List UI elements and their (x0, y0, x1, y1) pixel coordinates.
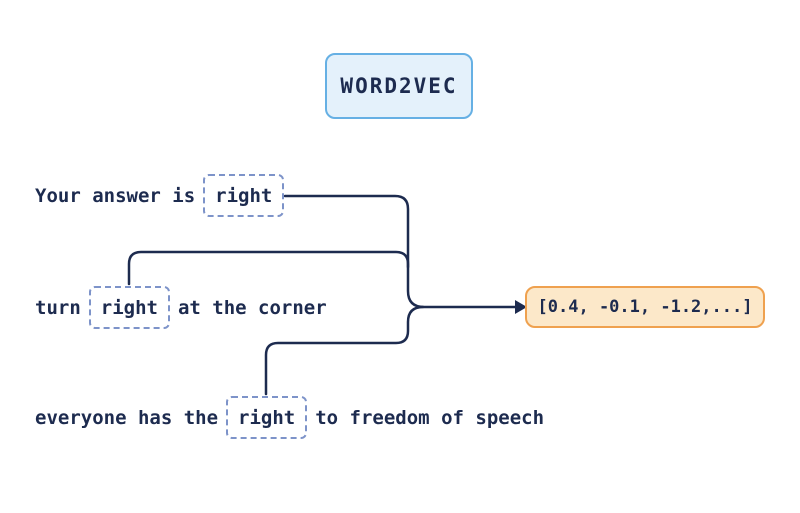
highlighted-word-box-1: right (203, 174, 285, 217)
sentence-row-3: everyone has the right to freedom of spe… (35, 394, 544, 441)
sentence-1-text-before: Your answer is (35, 184, 196, 207)
vector-output-box: [0.4, -0.1, -1.2,...] (525, 286, 765, 328)
arrowhead-icon (515, 300, 527, 314)
connector-sentence-3 (264, 305, 425, 396)
sentence-3-text-before: everyone has the (35, 406, 219, 429)
highlighted-word-box-3: right (226, 396, 308, 439)
vector-output-label: [0.4, -0.1, -1.2,...] (537, 297, 753, 317)
sentence-row-2: turn right at the corner (35, 284, 327, 331)
sentence-row-1: Your answer is right (35, 172, 285, 219)
highlighted-word-2: right (100, 296, 158, 319)
highlighted-word-3: right (238, 406, 296, 429)
word2vec-title-box: WORD2VEC (325, 53, 473, 119)
connector-sentence-1-trunk (283, 194, 518, 309)
highlighted-word-1: right (215, 184, 273, 207)
word2vec-title-label: WORD2VEC (340, 74, 458, 98)
sentence-3-text-after: to freedom of speech (315, 406, 545, 429)
sentence-2-text-before: turn (35, 296, 81, 319)
connector-sentence-2 (127, 250, 410, 286)
highlighted-word-box-2: right (88, 286, 170, 329)
sentence-2-text-after: at the corner (177, 296, 327, 319)
